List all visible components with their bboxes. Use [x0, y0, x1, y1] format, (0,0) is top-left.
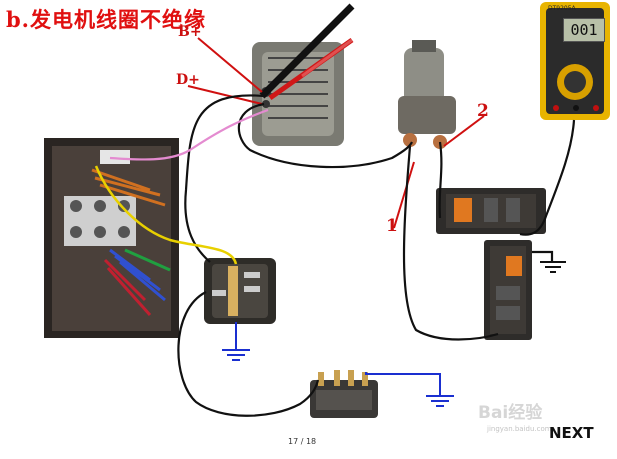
diagram-title: b.发电机线圈不绝缘: [6, 7, 206, 32]
black-wires: [177, 94, 576, 417]
yellow-wire: [94, 165, 238, 265]
meter-brand: DT9205A: [548, 5, 576, 12]
bplus-label: B+: [178, 24, 202, 40]
meter-reading: 001: [563, 18, 605, 42]
bplus-pointer: [197, 37, 263, 93]
battery-bottom: [484, 240, 532, 340]
ground-icon: [540, 261, 566, 273]
page-indicator: 17 / 18: [288, 437, 317, 446]
battery-top: [436, 188, 546, 234]
label-1: 1: [386, 216, 398, 236]
watermark-logo: Bai经验: [478, 403, 543, 423]
test-probes: [259, 3, 355, 101]
switch: [310, 370, 378, 418]
ground-icon: [426, 395, 454, 407]
pink-wire: [109, 108, 269, 161]
next-button[interactable]: NEXT: [549, 424, 594, 442]
dplus-pointer: [187, 85, 263, 105]
switch-blue-wire: [365, 372, 441, 396]
label-2: 2: [477, 101, 489, 121]
ground-icon: [222, 349, 250, 361]
control-box: [44, 138, 179, 338]
watermark-url: jingyan.baidu.com: [487, 425, 552, 433]
alternator: [252, 42, 344, 146]
starter-solenoid: [398, 40, 456, 149]
dplus-label: D+: [176, 72, 200, 88]
pointer-1: [393, 161, 415, 229]
pointer-2: [443, 115, 485, 147]
relay: [204, 258, 276, 324]
